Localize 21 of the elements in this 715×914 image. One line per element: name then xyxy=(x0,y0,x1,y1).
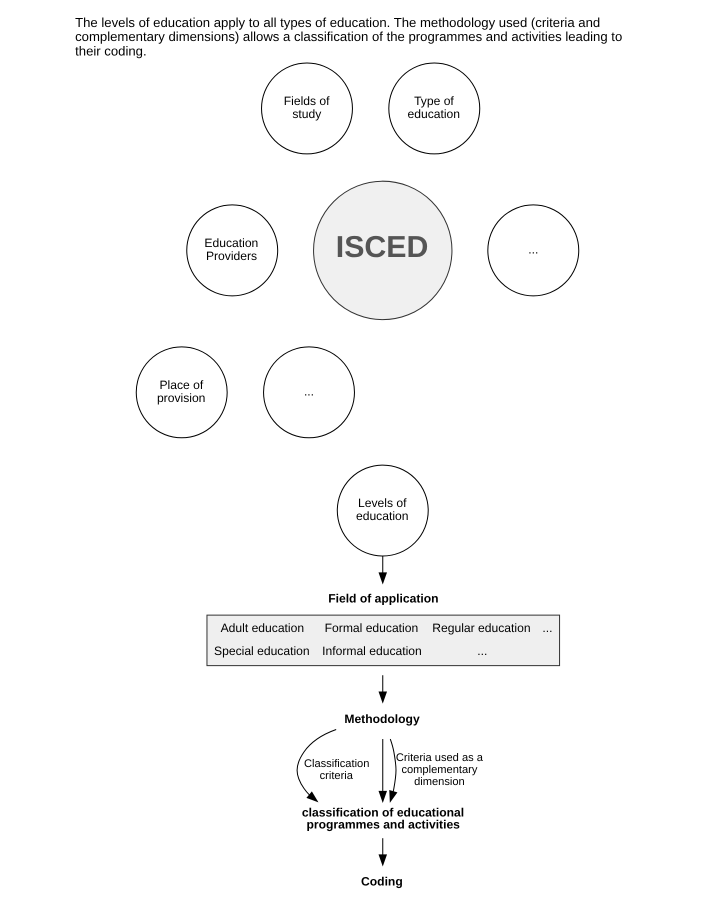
diagram-title: The levels of education apply to all types of education. The methodology used (criteria and complementary dimensions) allows a classification of the programmes and activities leading to their coding. xyxy=(75,15,622,58)
arrow xyxy=(378,739,387,804)
node-circle: Fields of study xyxy=(261,62,353,154)
node-text: classification of educational programmes and activities xyxy=(302,805,464,832)
arrow xyxy=(389,738,398,803)
arrow xyxy=(296,729,336,802)
edge-label: Classification criteria xyxy=(304,758,370,782)
node-label: Field of application xyxy=(328,592,439,606)
edge-label: Criteria used as a complementary dimension xyxy=(396,752,483,788)
node-circle: ... xyxy=(263,346,355,438)
arrow xyxy=(378,556,387,585)
node-circle: Education Providers xyxy=(186,204,278,296)
node-text: Methodology xyxy=(344,712,420,726)
node-circle: ... xyxy=(487,204,580,296)
arrow xyxy=(378,838,387,867)
node-circle: Type of education xyxy=(388,62,480,154)
node-circle: Place of provision xyxy=(136,346,228,438)
node-text: Coding xyxy=(361,874,403,888)
node-circle: Levels of education xyxy=(336,464,429,557)
node-circle: ISCED xyxy=(313,180,452,320)
arrow xyxy=(378,675,387,704)
